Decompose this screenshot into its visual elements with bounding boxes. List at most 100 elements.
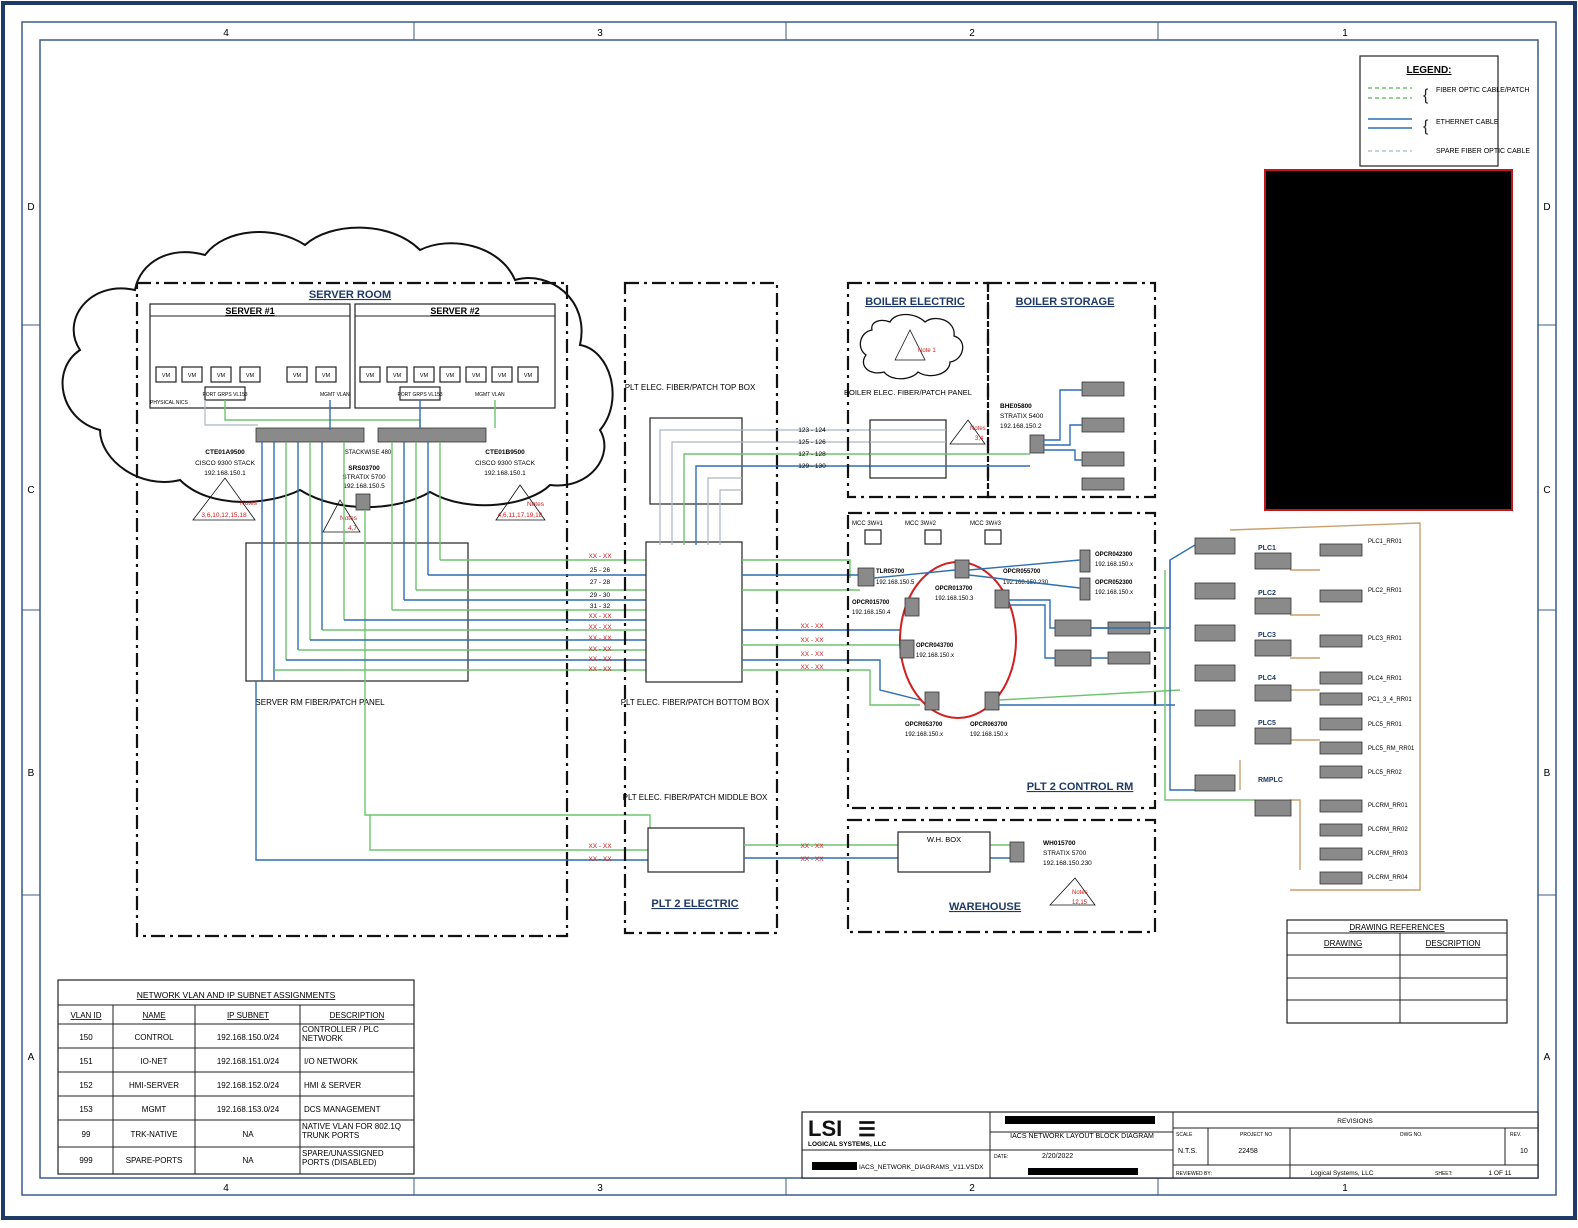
notes-warehouse-label: Notes [1072, 890, 1088, 896]
warehouse-switch-name: WH015700 [1043, 840, 1076, 847]
fiber-pairs-main: XX - XX 25 - 26 27 - 28 29 - 30 31 - 32 … [588, 553, 612, 673]
fiber-pair: XX - XX [588, 613, 612, 620]
vm: VM [366, 373, 375, 379]
col-label-bottom-4: 4 [223, 1183, 229, 1194]
row-label-right-a: A [1544, 1052, 1551, 1063]
rack-label: PLCRM_RR02 [1368, 827, 1408, 833]
server-room-title: SERVER ROOM [309, 289, 391, 301]
server-2-port-group: PORT GRPS VL153 [397, 392, 442, 398]
drawing-references-col-drawing: DRAWING [1324, 939, 1362, 948]
drawing-references-col-description: DESCRIPTION [1426, 939, 1481, 948]
svg-text:IO-NET: IO-NET [140, 1057, 167, 1066]
vlan-col-name: NAME [142, 1011, 165, 1020]
svg-text:TRK-NATIVE: TRK-NATIVE [131, 1130, 178, 1139]
dwg-label: DWG NO. [1400, 1132, 1423, 1138]
core-switch-right-name: CTE01B9500 [485, 449, 525, 456]
rack-label: PLCRM_RR04 [1368, 875, 1408, 881]
server-2-mgmt-vlan: MGMT VLAN [475, 392, 505, 398]
device-name: OPCR013700 [935, 586, 973, 592]
core-switch-right-ip: 192.168.150.1 [484, 470, 526, 477]
rev-number: 10 [1520, 1148, 1528, 1155]
notes-right-label: Notes [527, 501, 545, 508]
notes-warehouse-refs: 12,15 [1072, 900, 1088, 906]
switch-to-panel-links [255, 442, 651, 861]
svg-text:NA: NA [242, 1156, 254, 1165]
rack-label: PLCRM_RR01 [1368, 803, 1408, 809]
drawing-border [39, 39, 1539, 1179]
device-ip: 192.168.150.x [1095, 562, 1133, 568]
rack-list: PLC1_RR01 PLC2_RR01 PLC3_RR01 PLC4_RR01 … [1319, 539, 1415, 885]
fiber-pair: 25 - 26 [590, 567, 611, 574]
plc-label: PLC5 [1258, 720, 1276, 727]
vm: VM [246, 373, 255, 379]
rack-label: PLCRM_RR03 [1368, 851, 1408, 857]
rack-label: PLC5_RR01 [1368, 722, 1402, 728]
vm: VM [446, 373, 455, 379]
middle-box-to-warehouse [744, 844, 1010, 859]
device-ip: 192.168.150.3 [935, 596, 974, 602]
drawing-title: IACS NETWORK LAYOUT BLOCK DIAGRAM [1010, 1133, 1154, 1140]
svg-text:151: 151 [79, 1057, 93, 1066]
lsi-logo: LSI [808, 1116, 842, 1141]
server-1: SERVER #1 VM VM VM VM VM VM PORT GRPS VL… [149, 303, 351, 409]
server-1-vms: VM VM VM VM VM VM [155, 366, 337, 383]
device-name: OPCR052300 [1095, 580, 1133, 586]
top-box-links [659, 429, 870, 545]
notes-mid-refs: 4,7 [348, 525, 357, 532]
fiber-pair-top: 127 - 128 [798, 451, 826, 458]
top-box-label: PLT ELEC. FIBER/PATCH TOP BOX [625, 383, 756, 392]
vlan-row: 153 MGMT 192.168.153.0/24 DCS MANAGEMENT [79, 1105, 380, 1114]
sheet-number: 1 OF 11 [1488, 1170, 1511, 1177]
server-1-mgmt-vlan: MGMT VLAN [320, 392, 350, 398]
stackwise-label: STACKWISE 480 [345, 450, 392, 456]
notes-right-refs: 4,6,11,17,19,18 [498, 512, 543, 519]
vlan-row: 99 TRK-NATIVE NA NATIVE VLAN FOR 802.1Q … [82, 1122, 401, 1140]
warehouse-title: WAREHOUSE [949, 901, 1021, 913]
vm: VM [293, 373, 302, 379]
control-devices: TLR05700 192.168.150.5 OPCR013700 192.16… [852, 549, 1151, 738]
drawing-references: DRAWING REFERENCES DRAWING DESCRIPTION [1286, 919, 1508, 1024]
rev-label: REV. [1510, 1132, 1521, 1138]
row-label-left-a: A [28, 1052, 35, 1063]
mcc-label: MCC 3W#1 [852, 521, 884, 527]
middle-box-panel [647, 827, 745, 873]
plc-label: PLC2 [1258, 590, 1276, 597]
col-label-top-1: 1 [1342, 28, 1348, 39]
core-switch-left-name: CTE01A9500 [205, 449, 245, 456]
fiber-pair-right: XX - XX [800, 637, 824, 644]
row-label-left-c: C [27, 485, 34, 496]
vm: VM [524, 373, 533, 379]
warehouse-switch: WH015700 STRATIX 5700 192.168.150.230 [1009, 840, 1092, 867]
rack-label: PLC4_RR01 [1368, 676, 1402, 682]
svg-text:192.168.153.0/24: 192.168.153.0/24 [217, 1105, 280, 1114]
notes-boiler-refs: 3,4 [975, 436, 984, 442]
svg-text:MGMT: MGMT [142, 1105, 167, 1114]
device-ip: 192.168.150.5 [876, 580, 915, 586]
plc-label: PLC4 [1258, 675, 1276, 682]
core-switch-right: CTE01B9500 CISCO 9300 STACK 192.168.150.… [377, 427, 536, 477]
fiber-pair-top: 129 - 130 [798, 463, 826, 470]
device-name: OPCR055700 [1003, 569, 1041, 575]
boiler-switch-model: STRATIX 5400 [1000, 413, 1044, 420]
bottom-box-panel [645, 541, 743, 683]
vm: VM [322, 373, 331, 379]
notes-left-label: Notes [240, 500, 258, 507]
col-label-bottom-3: 3 [597, 1183, 603, 1194]
plc-label: PLC3 [1258, 632, 1276, 639]
svg-text:SPARE-PORTS: SPARE-PORTS [126, 1156, 183, 1165]
redacted-block [1264, 169, 1513, 511]
fiber-pair-bottom-right: XX - XX [800, 843, 824, 850]
fiber-pair-top: 123 - 124 [798, 427, 826, 434]
row-label-right-b: B [1544, 768, 1551, 779]
rack-label: PLC2_RR01 [1368, 588, 1402, 594]
project-label: PROJECT NO [1240, 1132, 1272, 1138]
legend-title: LEGEND: [1407, 65, 1452, 76]
row-label-left-d: D [27, 202, 34, 213]
notes-warehouse: Notes 12,15 [1049, 877, 1096, 906]
server-1-physical-nics: PHYSICAL NICS [150, 400, 189, 406]
svg-text:HMI & SERVER: HMI & SERVER [304, 1081, 361, 1090]
boiler-switch-ip: 192.168.150.2 [1000, 423, 1042, 430]
vm: VM [472, 373, 481, 379]
core-switch-left-model: CISCO 9300 STACK [195, 460, 256, 467]
svg-text:192.168.152.0/24: 192.168.152.0/24 [217, 1081, 280, 1090]
